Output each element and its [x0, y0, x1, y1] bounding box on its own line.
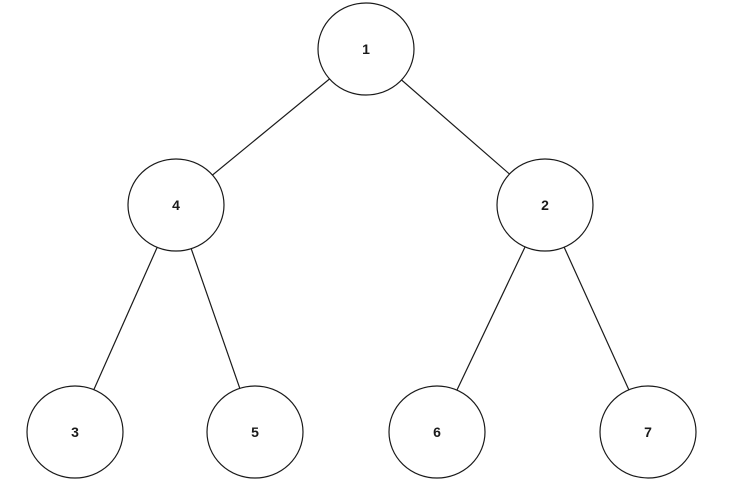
node-circle — [26, 385, 124, 479]
node-circle — [496, 158, 594, 252]
tree-node-4: 4 — [127, 158, 225, 252]
tree-node-7: 7 — [599, 385, 697, 479]
node-circle — [127, 158, 225, 252]
tree-node-3: 3 — [26, 385, 124, 479]
tree-node-6: 6 — [388, 385, 486, 479]
node-label: 5 — [251, 424, 259, 440]
tree-node-1: 1 — [317, 2, 415, 96]
node-label: 1 — [362, 41, 370, 57]
node-label: 4 — [172, 197, 180, 213]
node-circle — [317, 2, 415, 96]
node-circle — [388, 385, 486, 479]
tree-node-5: 5 — [206, 385, 304, 479]
node-label: 7 — [644, 424, 652, 440]
node-label: 6 — [433, 424, 441, 440]
node-label: 2 — [541, 197, 549, 213]
node-label: 3 — [71, 424, 79, 440]
tree-node-2: 2 — [496, 158, 594, 252]
node-circle — [206, 385, 304, 479]
node-circle — [599, 385, 697, 479]
